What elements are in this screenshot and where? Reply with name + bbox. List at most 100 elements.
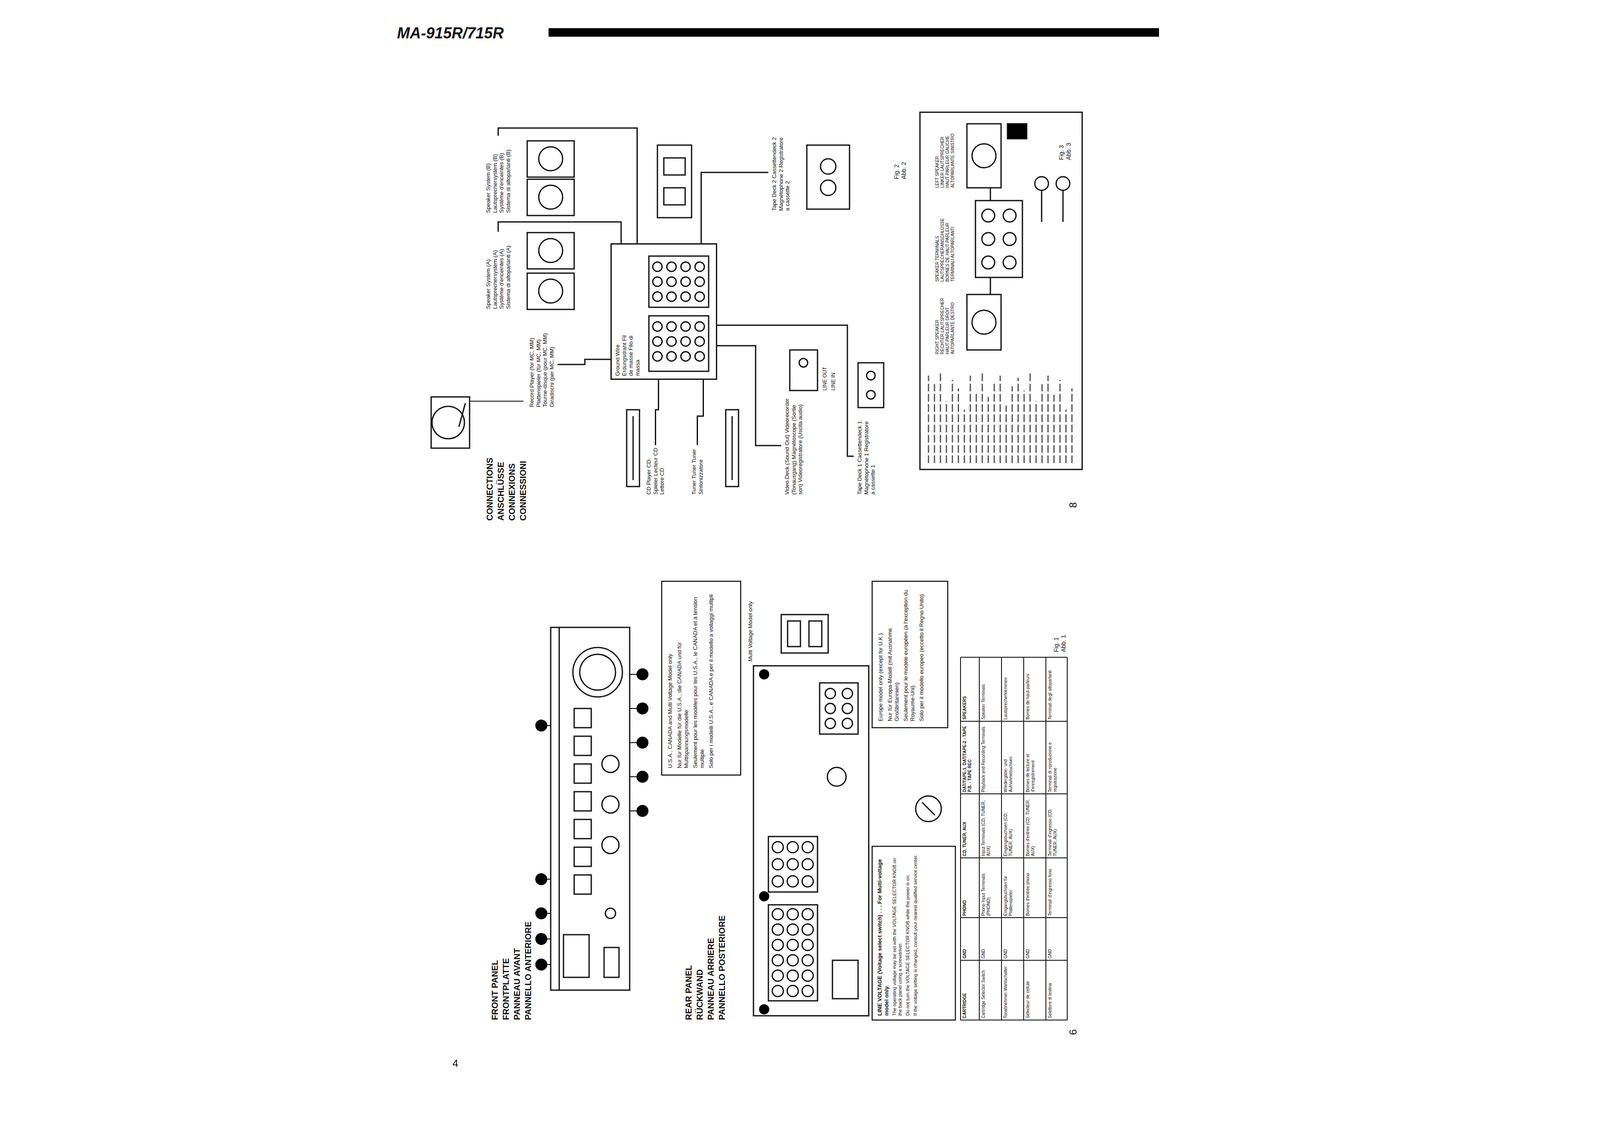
- rear-panel-drawing: [781, 614, 829, 654]
- connection-devices: [858, 362, 884, 408]
- section-title: PANNELLO ANTERIORE: [522, 883, 534, 1021]
- figure-box: [972, 310, 996, 335]
- model-note: Seulement pour le modèle européen (à l'e…: [902, 589, 916, 722]
- table-cell: Bornes d'entrée (CD, TUNER, AUX): [1025, 795, 1036, 857]
- rear-panel-drawing: [787, 621, 801, 647]
- table-cell: Sélecteur de cellule: [1025, 962, 1031, 1019]
- voltage-switch-drawing: [922, 802, 935, 816]
- speaker-label: LEFT SPEAKER: [934, 123, 941, 188]
- figure-label: Abb. 3: [1065, 130, 1073, 161]
- figure-box: [972, 143, 996, 168]
- device-label-text: Video Deck (Sound Out) Videorecorder (To…: [783, 396, 804, 495]
- figure-box: [919, 112, 1083, 470]
- front-panel-drawing: [574, 875, 592, 895]
- front-panel-drawing: [574, 847, 592, 867]
- table-header: GND: [962, 919, 968, 959]
- figure-label: Fig. 1: [1052, 622, 1060, 653]
- callout-marker: [546, 725, 551, 727]
- front-panel-drawing: [574, 791, 592, 812]
- callout-marker: [535, 668, 769, 1015]
- table-cell: Input Terminals (CD, TUNER, AUX): [981, 795, 992, 857]
- front-panel-drawing: [574, 819, 592, 839]
- table-cell: Speaker Terminals: [981, 659, 987, 720]
- table-cell: Lautsprecherklemmen: [1003, 659, 1009, 720]
- front-panel-drawing: [550, 627, 630, 991]
- connection-devices: [680, 321, 691, 332]
- table-cell: Bornes d'entrée phono: [1025, 859, 1031, 917]
- table-cell: Tonabnehmer-Wahlschalter: [1003, 962, 1009, 1019]
- speaker-label: HAUT-PARLEUR DROIT: [945, 290, 951, 355]
- callout-marker: [629, 776, 637, 778]
- figure-box: [981, 232, 995, 246]
- rear-panel-drawing: [832, 960, 859, 999]
- rear-panel-drawing: [772, 970, 784, 982]
- connection-devices: [666, 291, 677, 302]
- rear-panel-drawing: [825, 703, 836, 714]
- connection-devices: [538, 185, 563, 210]
- section-title: RÜCKWAND: [694, 883, 705, 1021]
- figure-label: Fig. 3: [1057, 130, 1066, 161]
- cable-line: [701, 172, 769, 244]
- figure-box: [1003, 232, 1017, 246]
- section-title: FRONTPLATTE: [500, 883, 511, 1021]
- connection-devices: [866, 390, 876, 400]
- connection-devices: [527, 140, 575, 178]
- model-note: Solo per il modello europeo (eccetto il …: [918, 589, 926, 722]
- callout-marker: [546, 964, 551, 966]
- section-title: FRONT PANEL: [489, 883, 500, 1021]
- rear-panel-drawing: [802, 924, 814, 936]
- front-panel-drawing: [601, 836, 619, 854]
- device-label-text: Tape Deck 2 Cassettendeck 2 Magnétophone…: [770, 134, 792, 211]
- page-number: 4: [452, 1057, 470, 1071]
- table-grid: [1023, 657, 1025, 1021]
- figure-label: Abb. 2: [900, 149, 908, 180]
- rear-panel-drawing: [753, 665, 869, 1017]
- rear-panel-drawing: [787, 858, 799, 871]
- terminal-label: TERMINALI ALTOPARLANTI: [950, 200, 956, 282]
- rear-panel-drawing: [787, 985, 799, 997]
- connection-devices: [666, 351, 677, 362]
- figure-box: [981, 209, 995, 222]
- table-grid: [960, 960, 1068, 961]
- terminal-label: BORNES DE HAUT-PARLEUR: [945, 200, 951, 282]
- connection-devices: [648, 256, 709, 308]
- callout-marker: [535, 933, 547, 945]
- figure-box: [1062, 190, 1064, 222]
- device-label: Tuner Tuner Tuner Sintonizzatore: [688, 445, 707, 498]
- rear-panel-drawing: [802, 875, 814, 888]
- callout-marker: [629, 742, 637, 744]
- callout-marker: [636, 668, 649, 681]
- connection-devices: [469, 400, 524, 402]
- figure-box: [1056, 176, 1070, 191]
- connection-devices: [648, 315, 709, 372]
- note-box: [872, 581, 948, 728]
- rear-panel-drawing: [802, 985, 814, 997]
- connection-devices: [694, 291, 705, 302]
- connection-devices: [806, 145, 850, 210]
- section-title: REAR PANEL: [683, 883, 694, 1021]
- rear-panel-drawing: [802, 939, 814, 951]
- figure-label: Fig. 2: [893, 149, 901, 180]
- callout-marker: [629, 810, 637, 812]
- connection-devices: [538, 146, 563, 171]
- voltage-note: If the voltage setting is changed, consu…: [912, 851, 919, 1017]
- front-panel-drawing: [550, 627, 630, 991]
- connection-devices: [820, 158, 836, 175]
- table-cell: GND: [1047, 919, 1053, 959]
- front-panel-drawing: [601, 755, 619, 773]
- rear-panel-drawing: [787, 908, 799, 920]
- model-note: U.S.A., CANADA and Multi Voltage Model o…: [666, 589, 674, 769]
- section-title: ANSCHLÜSSE: [495, 392, 506, 521]
- connection-devices: [663, 187, 686, 205]
- voltage-note: LINE VOLTAGE (Voltage select switch) . .…: [876, 851, 890, 1017]
- table-header: SPEAKERS: [962, 659, 968, 720]
- model-note: Multi Voltage Model only: [747, 576, 754, 662]
- figure-box: [989, 187, 992, 201]
- table-grid: [1066, 657, 1068, 1021]
- rear-panel-drawing: [802, 954, 814, 967]
- terminal-label: LAUTSPRECHERANSCHLÜSSE: [940, 200, 946, 282]
- rear-panel-drawing: [787, 875, 799, 888]
- table-cell: Terminali d'ingresso fono: [1047, 859, 1053, 917]
- table-grid: [960, 917, 1068, 919]
